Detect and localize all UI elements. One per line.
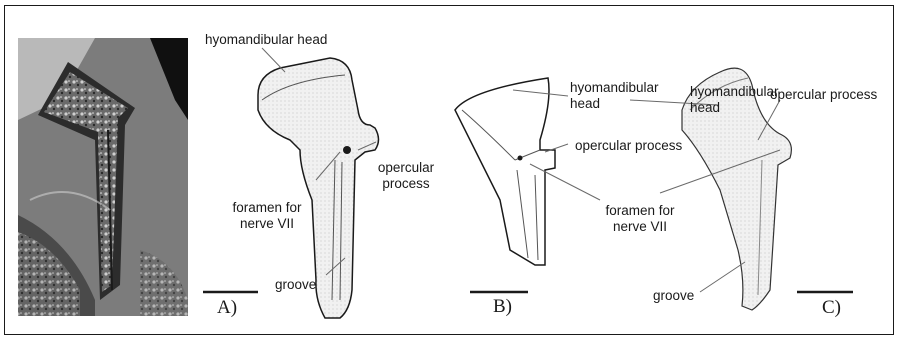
panel-label-c: C)	[822, 297, 841, 319]
panel-label-a: A)	[217, 297, 237, 319]
label-a-opercular: opercular	[374, 160, 438, 175]
label-a-hyomandibular-head: hyomandibular head	[205, 32, 327, 47]
label-b-head: head	[570, 96, 600, 111]
label-b-opercular-process: opercular process	[575, 138, 682, 153]
label-c-head: head	[690, 100, 720, 115]
panel-label-b: B)	[493, 296, 512, 318]
label-c-opercular-process: opercular process	[770, 87, 877, 102]
label-a-groove: groove	[275, 277, 316, 292]
drawing-b	[455, 78, 555, 265]
label-b-nerve: nerve VII	[595, 219, 685, 234]
label-a-foramen: foramen for	[222, 200, 312, 215]
label-c-groove: groove	[653, 288, 694, 303]
label-b-hyomandibular: hyomandibular	[570, 80, 659, 95]
label-a-process: process	[374, 176, 438, 191]
label-a-nerve: nerve VII	[222, 216, 312, 231]
label-b-foramen: foramen for	[595, 203, 685, 218]
fossil-photo	[18, 38, 188, 316]
label-c-hyomandibular: hyomandibular	[690, 84, 779, 99]
